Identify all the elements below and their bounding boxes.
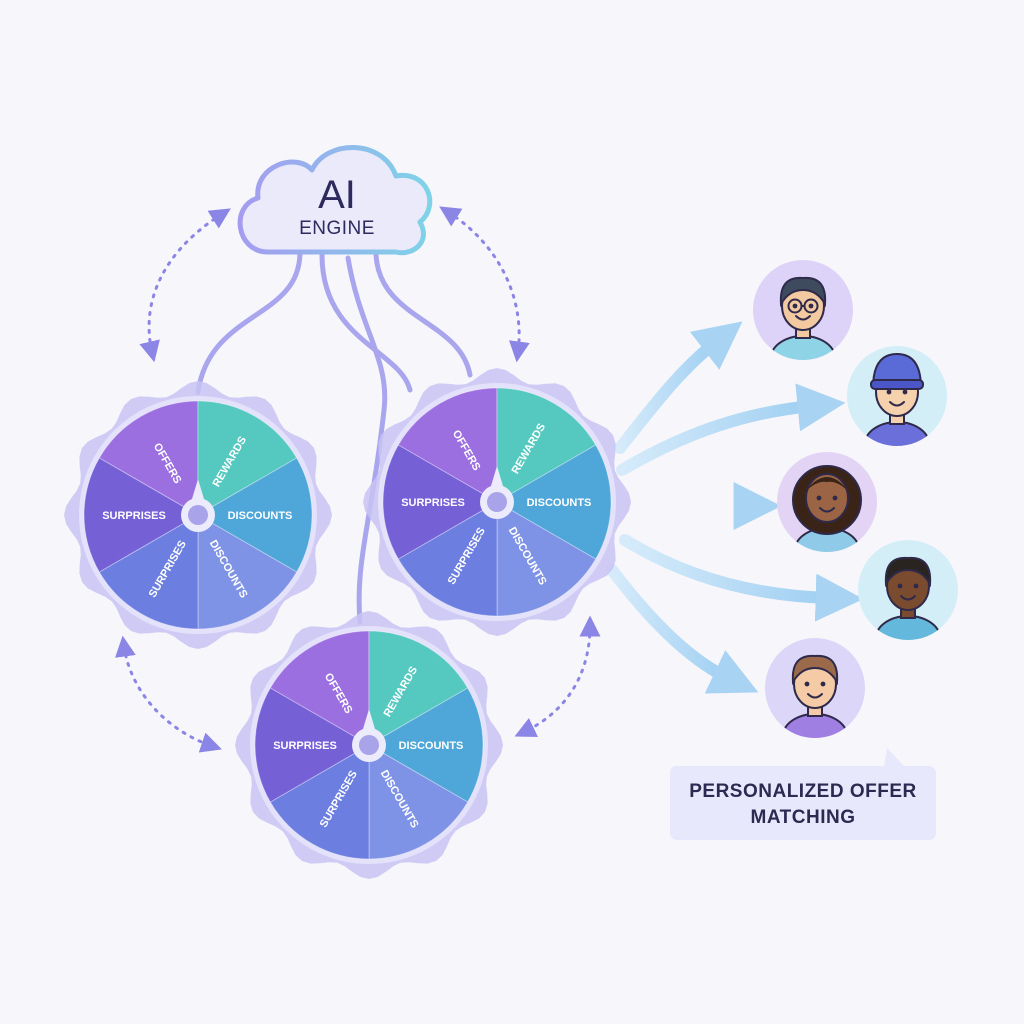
person-short-hair-icon bbox=[858, 540, 958, 640]
wheel-segment bbox=[382, 444, 498, 560]
wheel-hub-center bbox=[188, 505, 208, 525]
wheel-segment-label: DISCOUNTS bbox=[228, 510, 293, 522]
wheel-segment bbox=[496, 387, 597, 503]
wheel-segment-label: SURPRISES bbox=[102, 510, 166, 522]
cloud-shape bbox=[237, 145, 433, 256]
callout-line-1: PERSONALIZED OFFER bbox=[689, 781, 917, 802]
dotted-arrow bbox=[439, 206, 530, 363]
person-kid-icon bbox=[765, 638, 865, 738]
wheel-segment bbox=[368, 630, 469, 746]
wheel-segment bbox=[197, 400, 298, 516]
wheel-segment bbox=[397, 387, 498, 503]
wheel-segment bbox=[98, 514, 199, 630]
wheel-segment bbox=[496, 444, 612, 560]
wheel-segment bbox=[368, 687, 484, 803]
output-arrow bbox=[616, 383, 846, 476]
callout-bubble bbox=[670, 748, 936, 840]
connector-line bbox=[319, 252, 413, 393]
wheel-segment bbox=[197, 457, 313, 573]
output-arrow bbox=[606, 564, 759, 694]
wheel-segment bbox=[269, 630, 370, 746]
person-glasses-icon bbox=[753, 260, 853, 360]
wheel-segment bbox=[397, 501, 498, 617]
wheel-segment bbox=[83, 457, 199, 573]
customers-group bbox=[753, 260, 958, 738]
wheel-segment-label: SURPRISES bbox=[273, 740, 337, 752]
connector-line bbox=[345, 255, 388, 625]
output-arrow bbox=[614, 321, 743, 454]
dotted-arrows bbox=[115, 206, 601, 753]
wheel-segment bbox=[269, 744, 370, 860]
ai-engine-cloud: AI ENGINE bbox=[237, 145, 433, 256]
wheel-segment bbox=[254, 687, 370, 803]
wheel-segment-label: DISCOUNTS bbox=[399, 740, 464, 752]
callout-line-2: MATCHING bbox=[751, 807, 856, 828]
offer-matching-callout: PERSONALIZED OFFER MATCHING bbox=[670, 748, 936, 840]
dotted-arrow bbox=[514, 615, 601, 737]
output-arrow bbox=[619, 534, 864, 622]
wheel-segment bbox=[197, 514, 298, 630]
wheel-segment-label: DISCOUNTS bbox=[527, 497, 592, 509]
wheel-hub-center bbox=[359, 735, 379, 755]
wheel-hub-center bbox=[487, 492, 507, 512]
ai-engine-subtitle: ENGINE bbox=[299, 218, 375, 239]
dotted-arrow bbox=[115, 635, 222, 753]
wheel-segment bbox=[98, 400, 199, 516]
output-arrows bbox=[606, 321, 864, 694]
wheel-segment-label: SURPRISES bbox=[401, 497, 465, 509]
connector-line bbox=[195, 249, 303, 395]
wheel-segment bbox=[496, 501, 597, 617]
person-beanie-icon bbox=[847, 346, 947, 446]
dotted-arrow bbox=[139, 208, 231, 363]
ai-engine-title: AI bbox=[318, 173, 356, 217]
wheel-segment bbox=[368, 744, 469, 860]
connector-line bbox=[373, 252, 473, 378]
person-curly-hair-icon bbox=[777, 452, 877, 552]
